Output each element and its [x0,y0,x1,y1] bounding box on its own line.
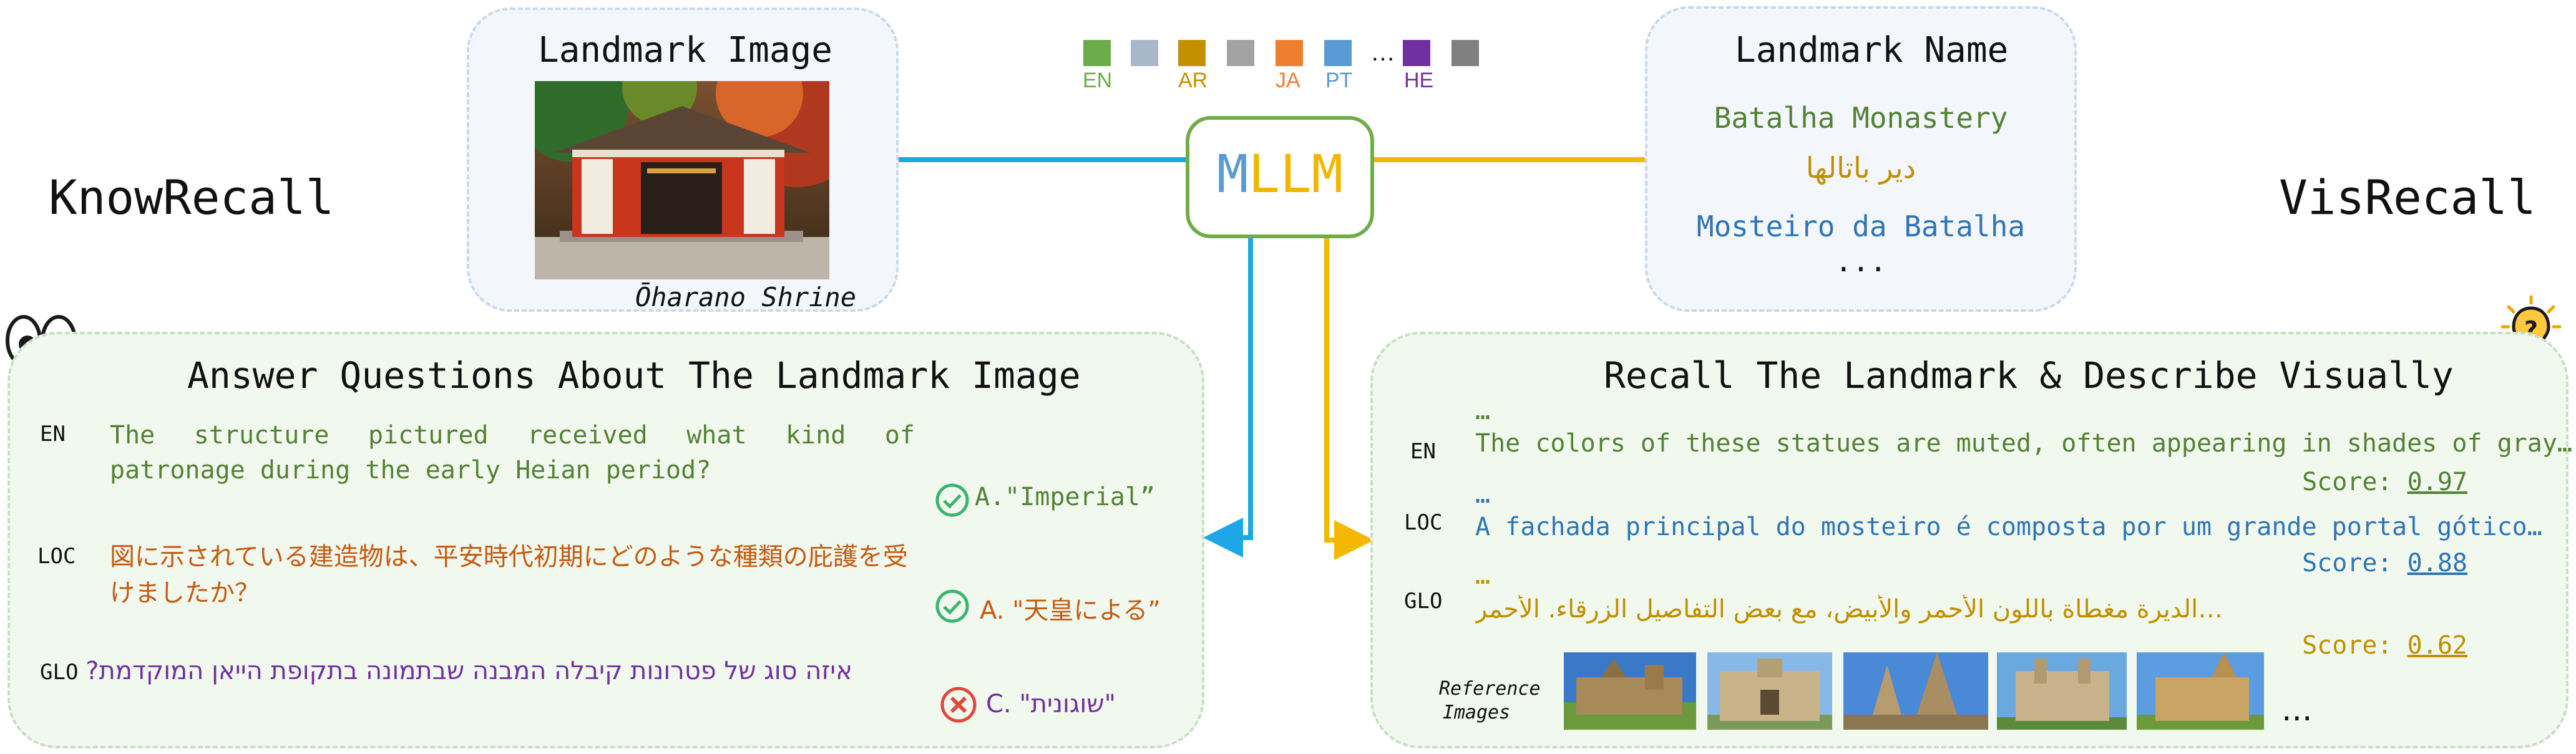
knowrecall-question-en: The structure pictured received what kin… [110,421,915,485]
score-label: Score: [2302,549,2408,578]
knowrecall-answer-glo: C. "שוגונית" [986,690,1116,718]
visrecall-prefix-loc: … [1475,480,1491,509]
visrecall-text-glo: …الديرة مغطاة باللون الأحمر والأبيض، مع … [1475,595,2223,624]
visrecall-score-loc: Score: 0.88 [2302,549,2467,578]
knowrecall-lang-glo: GLO [40,660,79,685]
reference-image-3 [1843,652,1988,730]
mllm-llm: LLM [1248,143,1344,205]
lang-square-9 [1451,40,1479,66]
knowrecall-answer-loc: A. "天皇による” [980,596,1161,625]
lang-square-en [1083,40,1111,66]
reference-image-2 [1707,652,1832,730]
reference-images-label: Reference Images [1439,678,1541,723]
knowrecall-panel [7,332,1204,748]
knowrecall-question-glo: איזה סוג של פטרונות קיבלה המבנה שבתמונה … [85,657,852,685]
shrine-photo [535,81,829,279]
cross-icon [940,687,977,723]
lang-square-he [1403,40,1430,66]
landmark-name-panel [1645,6,2077,312]
reference-image-1 [1564,652,1696,730]
knowrecall-lang-en: EN [40,422,66,447]
landmark-caption: Ōharano Shrine [635,282,857,312]
landmark-image-title: Landmark Image [538,30,833,70]
score-value: 0.62 [2407,631,2467,660]
score-label: Score: [2302,631,2408,660]
lang-label-pt: PT [1325,69,1353,92]
name-ar: دير باتالها [1805,151,1916,185]
mllm-label: MLLM [1186,143,1374,205]
mllm-m: M [1216,143,1249,205]
lang-square-2 [1131,40,1158,66]
check-icon [935,483,969,517]
lang-square-pt [1324,40,1352,66]
lang-label-he: HE [1404,69,1434,92]
more-images-ellipsis: ... [2281,691,2313,728]
landmark-name-title: Landmark Name [1735,30,2009,70]
visrecall-lang-en: EN [1410,439,1436,464]
visrecall-title: Recall The Landmark & Describe Visually [1604,354,2454,397]
lang-ellipsis: … [1370,39,1395,66]
lang-label-ar: AR [1178,69,1208,92]
score-value: 0.97 [2407,468,2467,496]
knowrecall-answer-en: A."Imperial” [975,483,1155,511]
name-ellipsis: ... [1835,244,1887,278]
knowrecall-label: KnowRecall [49,170,334,225]
visrecall-lang-loc: LOC [1404,510,1443,535]
reference-image-5 [2137,652,2264,730]
visrecall-label: VisRecall [2279,170,2536,225]
visrecall-score-en: Score: 0.97 [2302,468,2467,496]
knowrecall-question-loc: 図に示されている建造物は、平安時代初期にどのような種類の庇護を受けましたか？ [110,543,908,607]
mllm-box [1186,116,1374,238]
name-en: Batalha Monastery [1714,101,2008,135]
lang-square-ja [1276,40,1303,66]
mllm-to-visrecall-arrow [1324,238,1374,560]
reference-image-4 [1997,652,2127,730]
visrecall-prefix-glo: … [1475,561,1491,590]
lang-square-4 [1227,40,1254,66]
name-pt: Mosteiro da Batalha [1696,210,2026,243]
knowrecall-title: Answer Questions About The Landmark Imag… [187,354,1081,397]
visrecall-lang-glo: GLO [1404,589,1443,614]
lang-square-ar [1178,40,1206,66]
knowrecall-lang-loc: LOC [37,544,76,569]
mllm-to-knowrecall-arrow [1203,238,1253,558]
score-label: Score: [2302,468,2408,496]
check-icon [935,589,969,623]
lang-label-en: EN [1083,69,1113,92]
score-value: 0.88 [2407,549,2467,578]
visrecall-text-loc: A fachada principal do mosteiro é compos… [1475,513,2542,541]
lang-label-ja: JA [1276,69,1300,92]
visrecall-text-en: The colors of these statues are muted, o… [1475,429,2572,458]
visrecall-prefix-en: … [1475,397,1491,425]
visrecall-score-glo: Score: 0.62 [2302,631,2467,660]
